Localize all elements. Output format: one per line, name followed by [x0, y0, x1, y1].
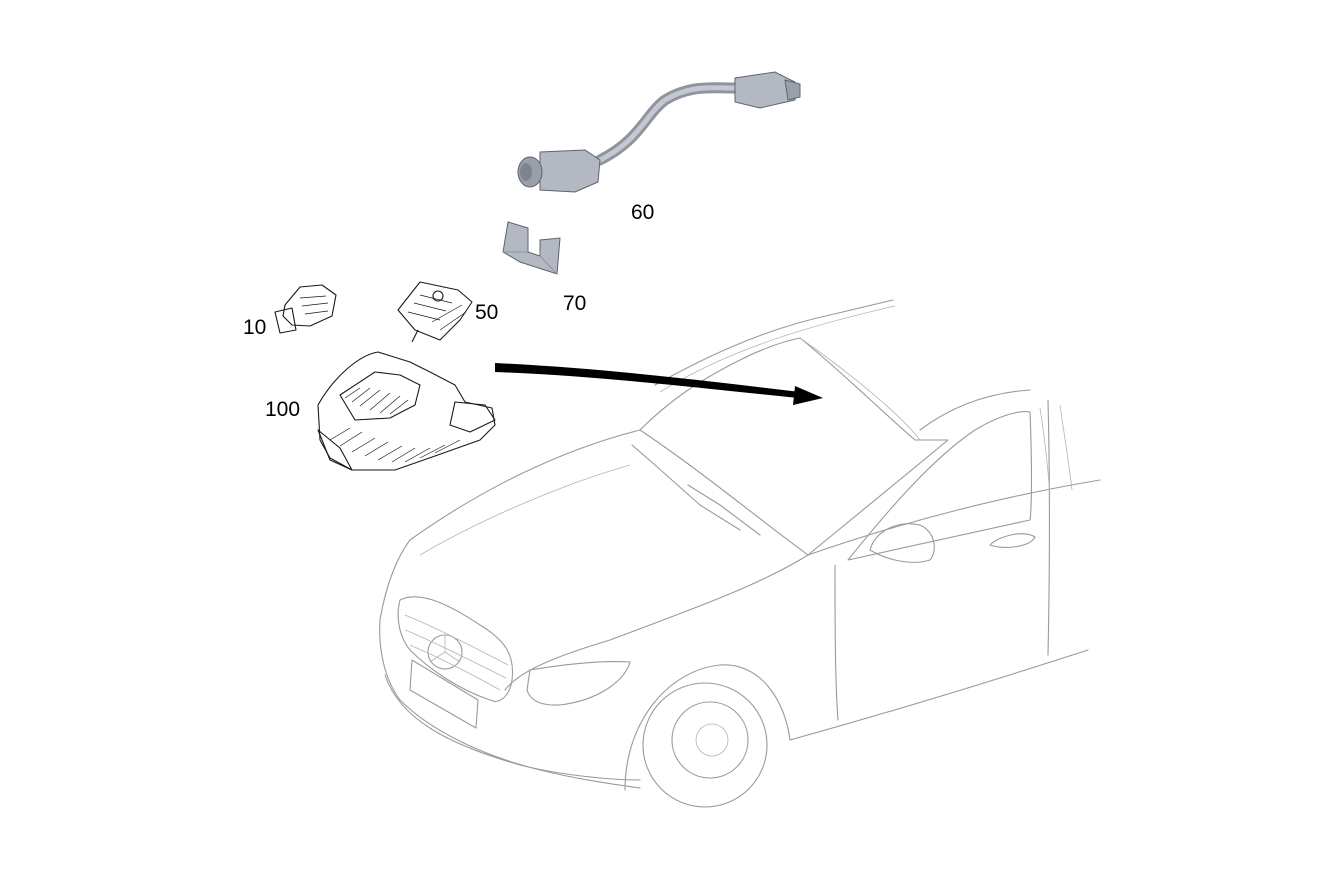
car-wiper-left — [631, 444, 741, 531]
car-b-pillar — [1039, 404, 1073, 496]
car-front-rim — [671, 701, 749, 779]
car-wheel-arch — [624, 664, 791, 791]
part-60-plug-tip — [784, 79, 801, 101]
callout-100: 100 — [265, 398, 301, 421]
car-grille-bars — [404, 614, 509, 691]
callout-70: 70 — [563, 292, 587, 315]
part-60-lens-glass — [520, 163, 532, 181]
arrow-head — [793, 386, 823, 405]
part-50-pin — [411, 329, 419, 343]
car-windshield — [639, 337, 949, 556]
car-front-door — [834, 399, 1051, 721]
part-10-detail — [299, 295, 329, 315]
part-100-left-flange — [317, 429, 353, 471]
car-license-plate — [409, 659, 479, 729]
part-60-camera-body — [539, 149, 601, 193]
part-60-plug — [734, 71, 796, 109]
part-70-bracket-body — [502, 221, 561, 275]
car-roof-line — [654, 299, 894, 386]
part-100-hatch-upper — [344, 387, 409, 415]
car-side-sill — [789, 649, 1089, 741]
callout-50: 50 — [475, 301, 499, 324]
part-100-hatch-lower — [329, 427, 461, 463]
part-10-sensor — [274, 284, 337, 334]
car-side-beltline — [807, 479, 1101, 556]
car-outline — [379, 299, 1101, 808]
car-roof-side — [919, 389, 1031, 431]
part-50-housing — [397, 281, 473, 341]
car-door-handle — [989, 533, 1036, 548]
car-side-mirror — [869, 523, 935, 563]
car-star-arms — [429, 635, 461, 663]
car-front-tire — [642, 682, 768, 808]
part-100-right-tab — [449, 401, 496, 433]
car-headlight — [526, 661, 631, 706]
part-70-bracket-fold — [503, 251, 558, 275]
part-60-camera-with-cable — [517, 71, 801, 193]
car-front-face — [379, 539, 641, 789]
car-hood-crease — [419, 464, 631, 556]
part-10-connector — [274, 307, 297, 334]
car-hood — [409, 429, 809, 691]
car-grille-frame — [397, 596, 514, 702]
part-10-sensor-housing — [282, 284, 337, 327]
car-lower-bumper — [384, 674, 641, 781]
part-70-bracket — [502, 221, 561, 275]
part-100-upper-frame — [339, 371, 421, 421]
callout-10: 10 — [243, 316, 267, 339]
car-a-pillar — [799, 337, 921, 441]
arrow-shaft — [495, 363, 800, 398]
install-location-arrow — [495, 363, 823, 405]
part-50-connector — [432, 290, 444, 302]
car-wiper-right — [687, 484, 761, 536]
part-50-control-unit — [397, 281, 473, 343]
part-50-ribs — [407, 294, 467, 331]
part-100-main-shell — [317, 351, 496, 471]
car-roof-rail — [659, 305, 896, 393]
car-side-window — [847, 411, 1033, 561]
car-wheel-hub — [695, 723, 729, 757]
callout-60: 60 — [631, 201, 655, 224]
part-100-cover-assembly — [317, 351, 496, 471]
part-60-cable-highlight — [597, 85, 738, 163]
